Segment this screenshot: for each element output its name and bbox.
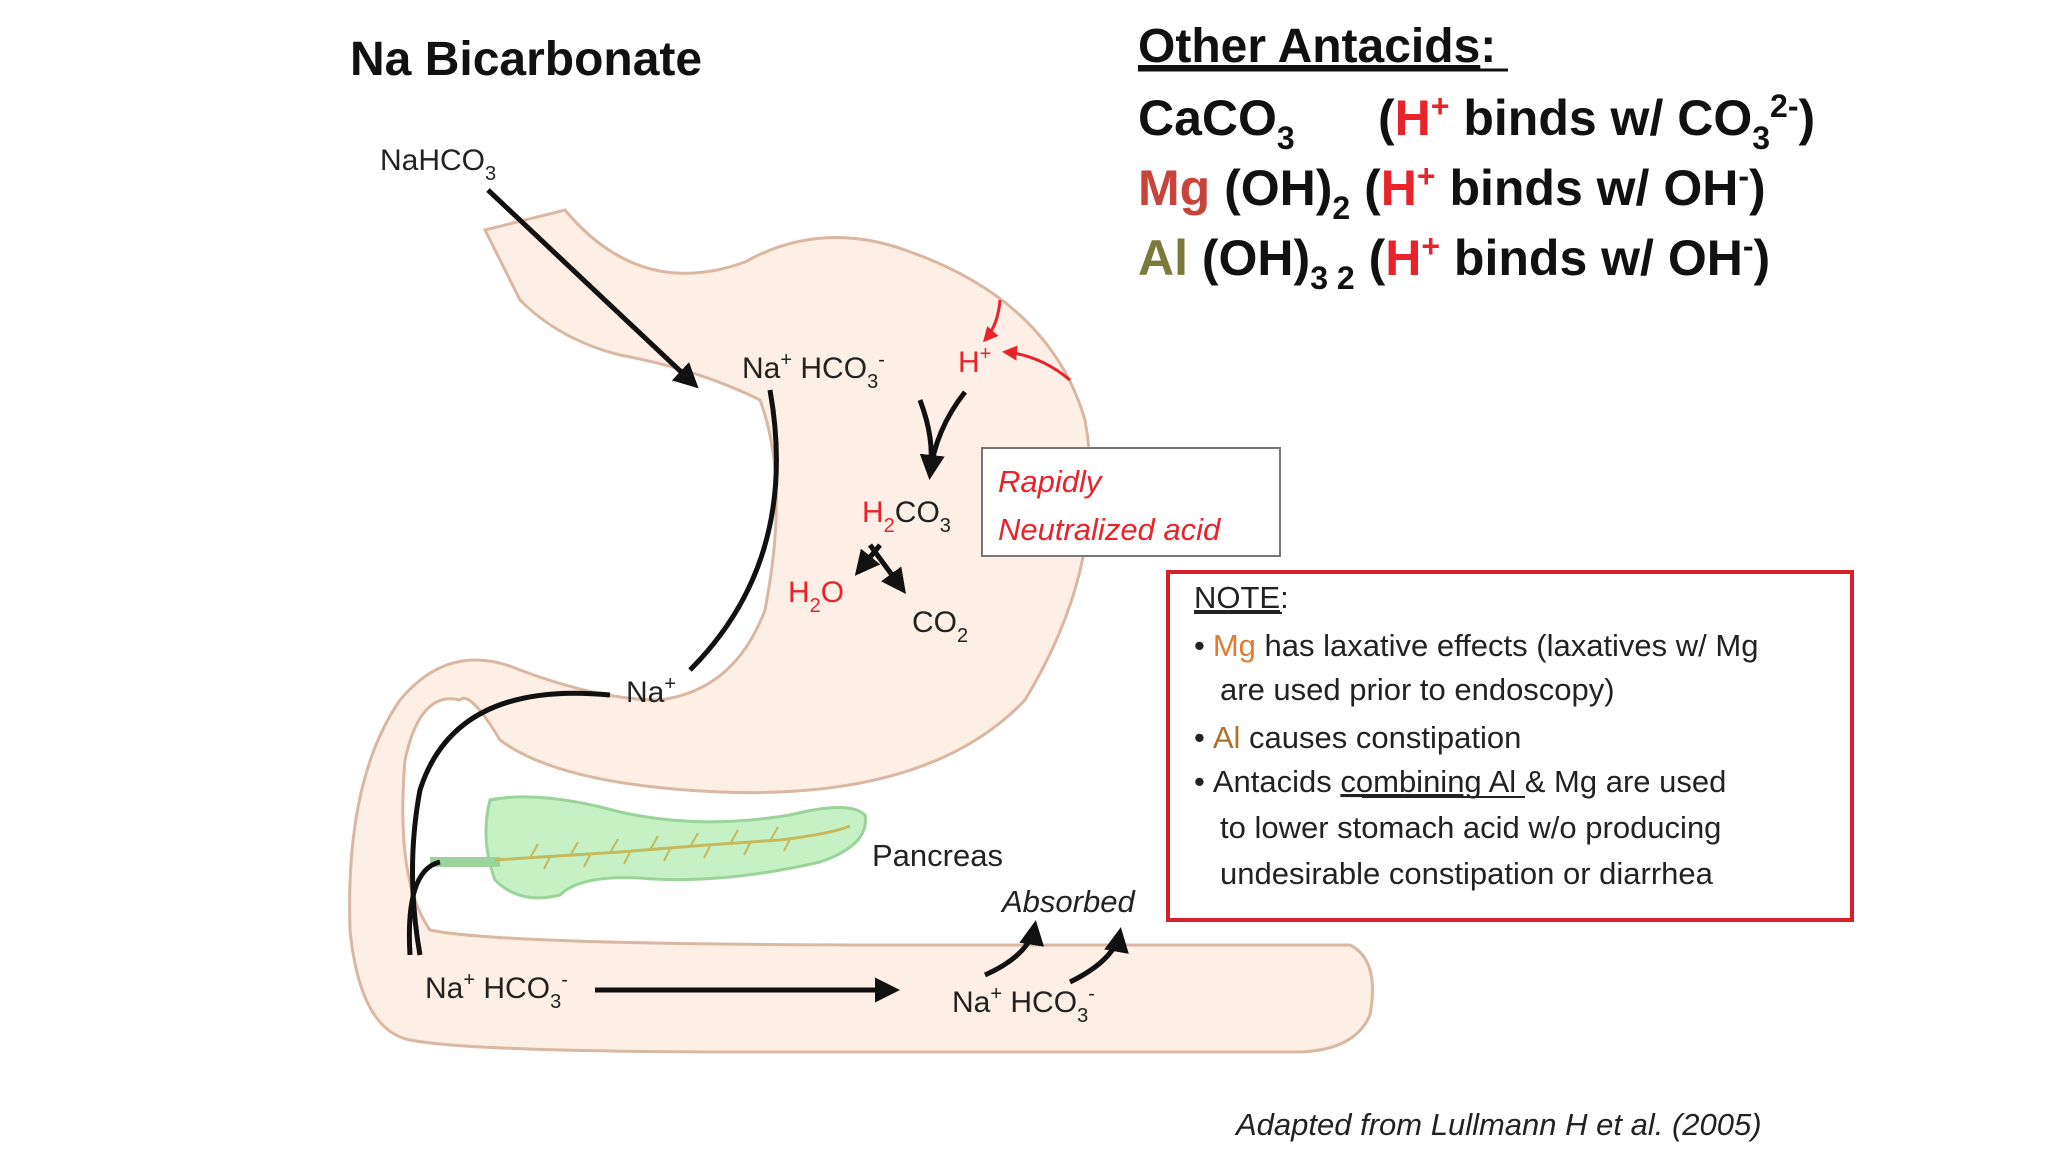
pancreas-vein bbox=[494, 824, 851, 862]
note-item-2: •Al causes constipation bbox=[1194, 720, 1521, 755]
pancreas-label: Pancreas bbox=[872, 838, 1003, 873]
co2-label: CO2 bbox=[912, 606, 968, 647]
arrow-na-stomach bbox=[688, 389, 779, 672]
note-item-3-line3: undesirable constipation or diarrhea bbox=[1220, 856, 1714, 891]
note-item-3: •Antacids combining Al & Mg are used bbox=[1194, 764, 1726, 799]
note-item-3-line2: to lower stomach acid w/o producing bbox=[1220, 810, 1721, 845]
note-item-1-line2: are used prior to endoscopy) bbox=[1220, 672, 1615, 707]
rapidly-box bbox=[981, 447, 1281, 557]
note-box bbox=[1166, 570, 1854, 922]
absorbed-label: Absorbed bbox=[1000, 884, 1136, 919]
hplus-label: H+ bbox=[958, 343, 991, 379]
na-plus-label: Na+ bbox=[626, 673, 676, 709]
antacid-row-caco3: CaCO3(H+ binds w/ CO32-) bbox=[1138, 88, 1815, 156]
nahco3-label: NaHCO3 bbox=[380, 144, 496, 185]
note-item-1: •Mg has laxative effects (laxatives w/ M… bbox=[1194, 628, 1758, 663]
arrow-hplus-red-1 bbox=[983, 299, 1002, 343]
h2co3-label: H2CO3 bbox=[862, 496, 951, 537]
h2o-label: H2O bbox=[788, 576, 844, 617]
credit-text: Adapted from Lullmann H et al. (2005) bbox=[1234, 1107, 1762, 1142]
other-antacids-heading: Other Antacids: bbox=[1138, 20, 1496, 73]
diagram-title: Na Bicarbonate bbox=[350, 33, 702, 86]
rapidly-line1: Rapidly bbox=[998, 464, 1104, 499]
antacid-row-mg: Mg (OH)2 (H+ binds w/ OH-) bbox=[1138, 158, 1766, 226]
arrow-pancreas-duct bbox=[406, 859, 441, 956]
duodenum-ions-label: Na+ HCO3- bbox=[425, 969, 568, 1013]
arrow-absorbed-2 bbox=[1068, 927, 1129, 985]
absorbed-ions-label: Na+ HCO3- bbox=[952, 983, 1095, 1027]
pancreas-vein-branches bbox=[529, 826, 791, 870]
antacid-row-al: Al (OH)3 2 (H+ binds w/ OH-) bbox=[1138, 228, 1770, 296]
note-title: NOTE: bbox=[1194, 580, 1289, 615]
arrow-to-co2 bbox=[867, 543, 906, 595]
arrow-hplus-red-2 bbox=[1002, 345, 1071, 382]
arrow-ingestion bbox=[486, 188, 699, 389]
stomach-ions-label: Na+ HCO3- bbox=[742, 349, 885, 393]
rapidly-line2: Neutralized acid bbox=[998, 512, 1222, 547]
arrow-hplus-combine bbox=[919, 390, 967, 480]
arrow-absorbed-1 bbox=[983, 920, 1045, 978]
